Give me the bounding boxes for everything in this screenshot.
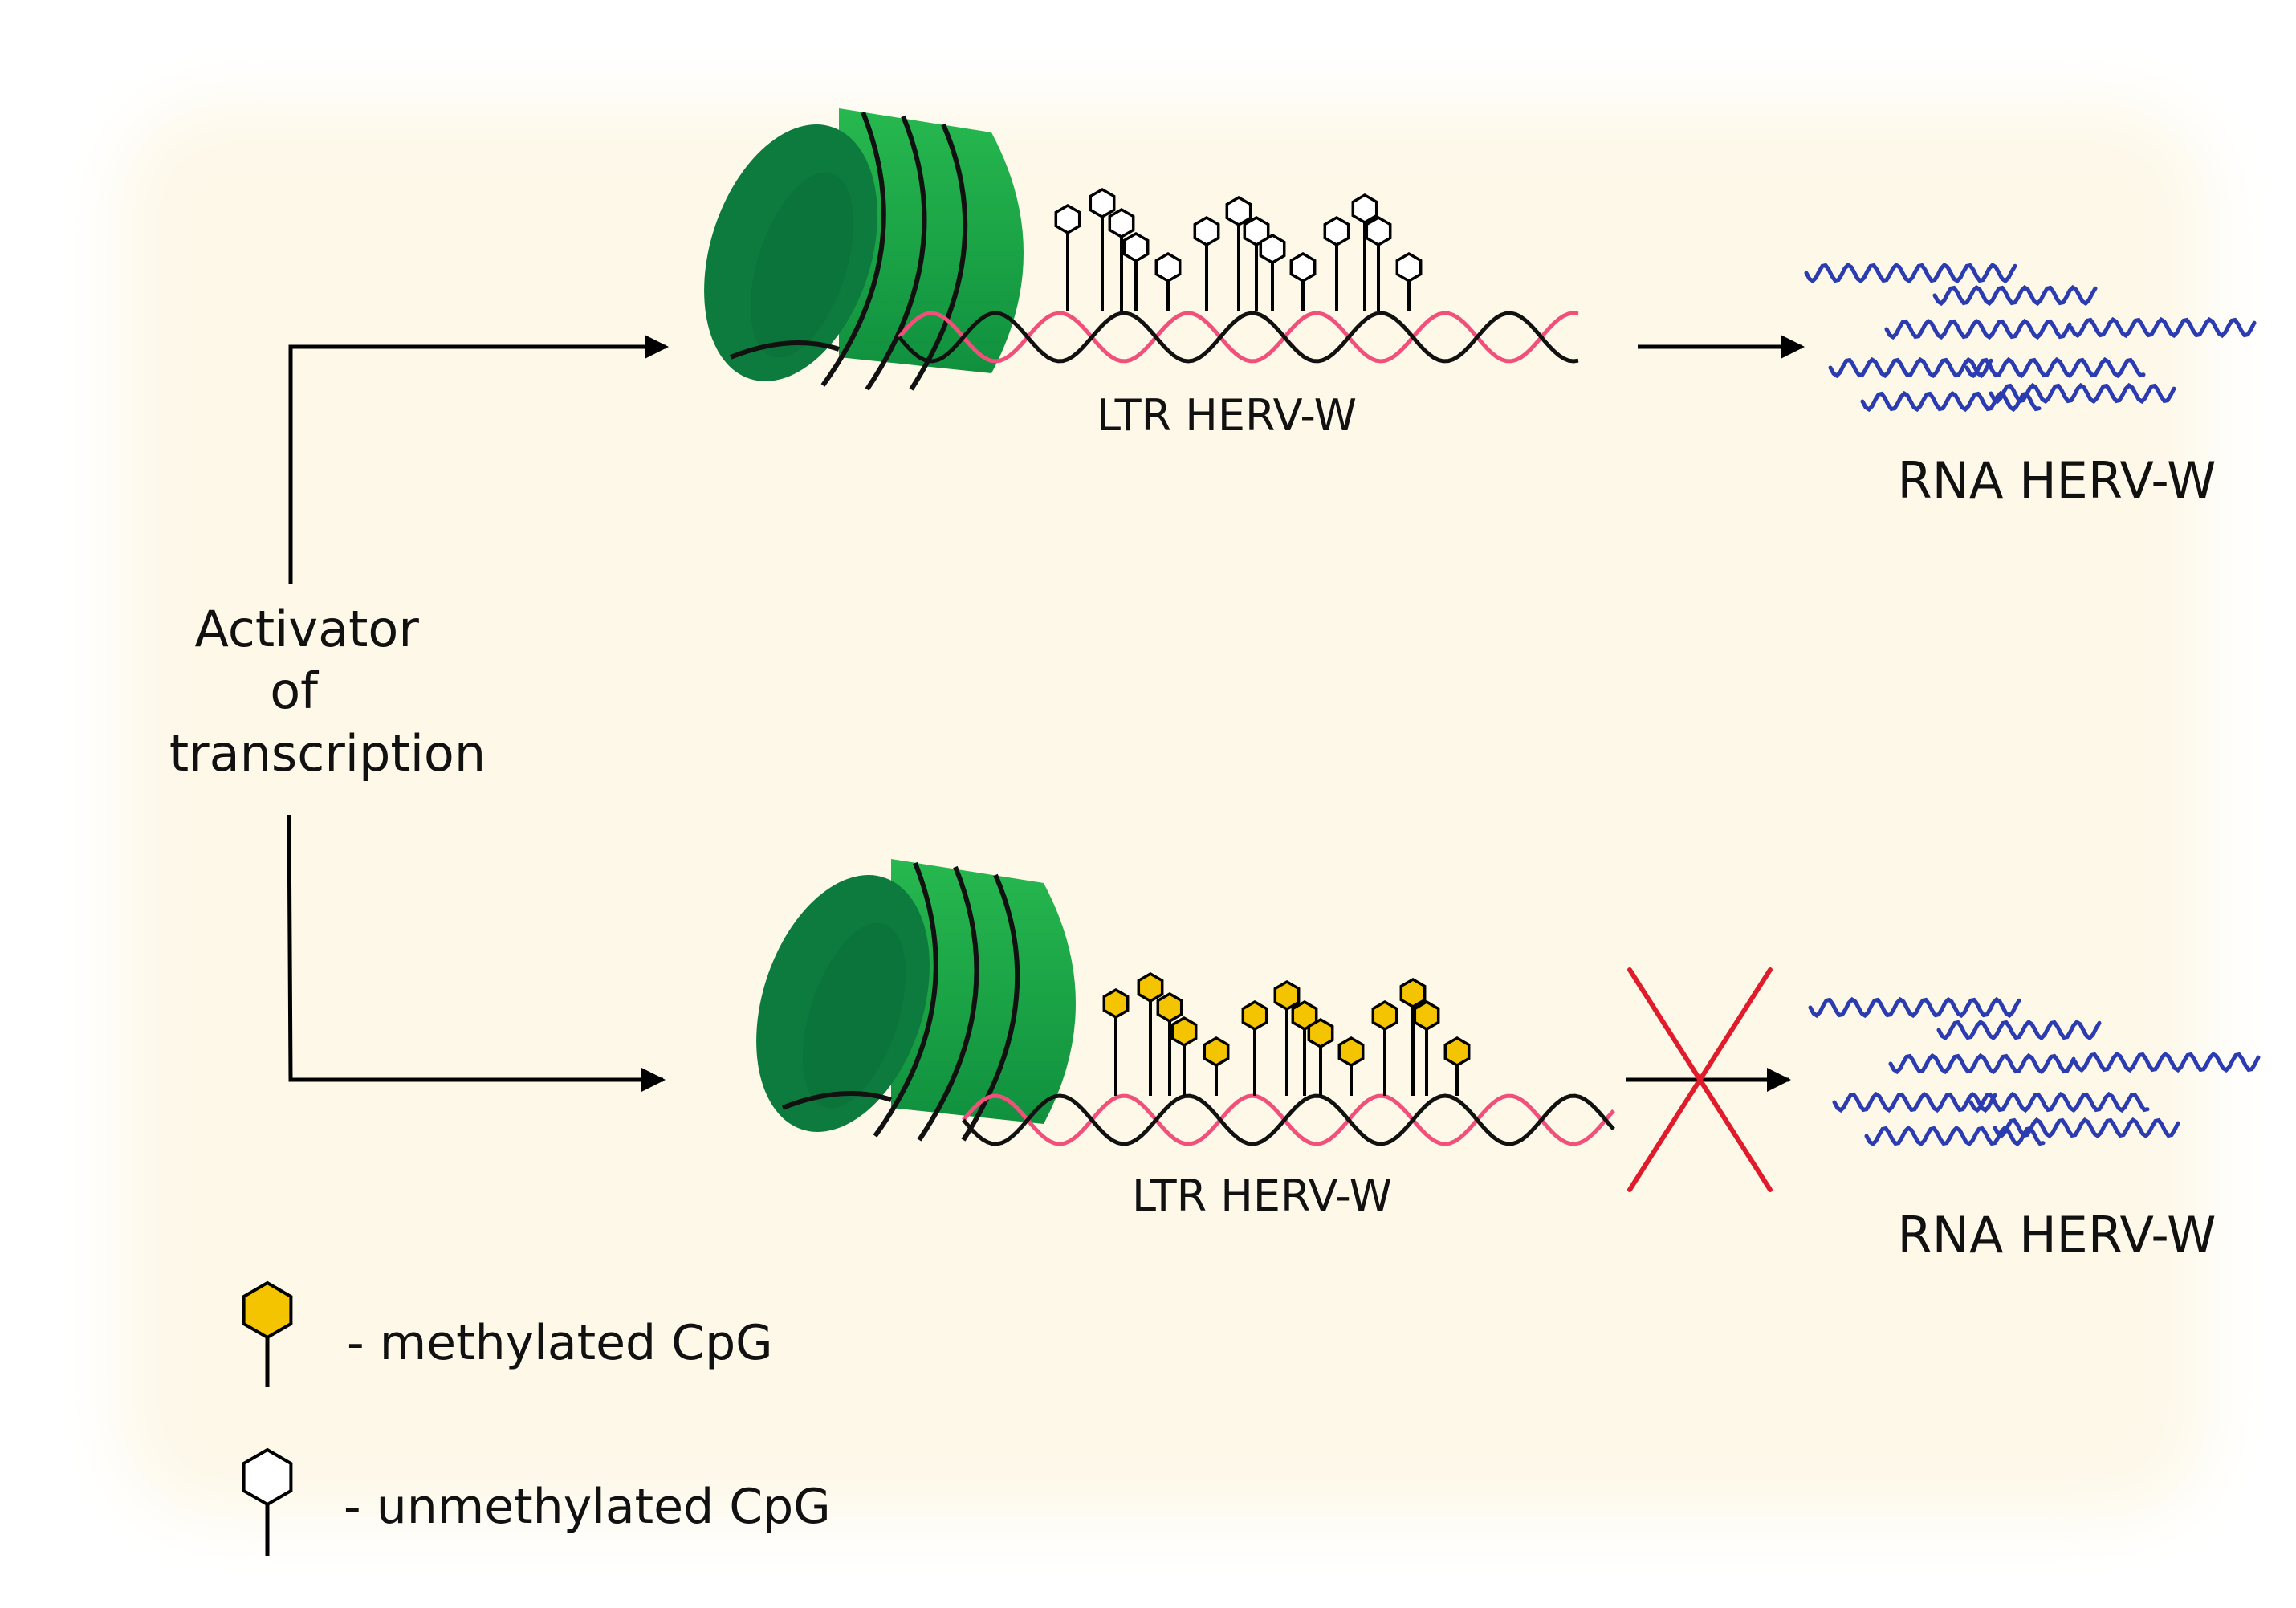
legend-hex-unmethylated [242, 1447, 293, 1507]
rna-label-bottom: RNA HERV-W [1897, 1206, 2216, 1264]
activator-label-line-1: Activator [194, 600, 419, 658]
dna-helix-top [898, 311, 1579, 364]
dna-strand-pink [962, 1093, 1615, 1146]
top-pathway: LTR HERV-W RNA HERV-W [704, 108, 2257, 510]
dna-strand-pink [898, 311, 1579, 364]
activator-label-line-2: of [270, 662, 320, 720]
top-cpg-6 [1225, 195, 1252, 227]
bottom-cpg-1 [1137, 971, 1164, 1003]
bottom-pathway: LTR HERV-W RNA HERV-W [756, 859, 2261, 1264]
rna-transcripts-bottom [1808, 996, 2261, 1147]
bottom-cpg-0 [1102, 987, 1130, 1020]
bottom-cpg-12 [1413, 999, 1440, 1032]
dna-wrap-0 [820, 111, 886, 387]
bottom-cpg-10 [1371, 999, 1398, 1032]
bottom-cpg-5 [1241, 999, 1268, 1032]
bottom-cpg-2 [1156, 991, 1183, 1024]
nucleosome-face [704, 124, 877, 381]
rna-strand-7 [1993, 1117, 2180, 1139]
top-cpg-11 [1351, 193, 1378, 225]
bottom-cpg-4 [1203, 1036, 1230, 1068]
bottom-cpg-7 [1291, 999, 1318, 1032]
bottom-cpg-3 [1170, 1016, 1198, 1048]
dna-wrap-1 [917, 865, 979, 1142]
rna-strand-3 [2073, 1051, 2261, 1073]
nucleosome-bottom [756, 859, 1076, 1142]
dna-wrap-tail [729, 340, 840, 360]
rna-transcripts-top [1804, 262, 2257, 413]
nucleosome-face-shade [750, 172, 854, 358]
bottom-cpg-13 [1443, 1036, 1471, 1068]
top-cpg-8 [1259, 233, 1286, 265]
top-cpg-1 [1089, 187, 1116, 219]
legend-label-unmethylated: - unmethylated CpG [344, 1479, 831, 1535]
nucleosome-body [891, 859, 1076, 1124]
top-cpg-3 [1122, 231, 1150, 263]
rna-strand-6 [1864, 1125, 2046, 1147]
legend-hex-methylated [242, 1280, 293, 1340]
activator-branch-lines [287, 335, 669, 1092]
top-cpg-2 [1108, 207, 1135, 239]
rna-label-top: RNA HERV-W [1897, 451, 2216, 510]
dna-wrap-1 [865, 115, 927, 391]
bottom-cpg-6 [1273, 979, 1301, 1012]
rna-strand-7 [1989, 382, 2176, 405]
rna-strand-4 [1832, 1091, 1997, 1113]
cpg-cluster-top [1054, 187, 1423, 311]
rna-strand-0 [1808, 996, 2021, 1019]
rna-strand-1 [1932, 284, 2098, 307]
top-cpg-9 [1289, 251, 1317, 283]
top-cpg-4 [1154, 251, 1182, 283]
dna-strand-black [962, 1093, 1615, 1146]
top-cpg-10 [1323, 215, 1350, 247]
top-cpg-0 [1054, 203, 1081, 235]
top-branch-arrow [288, 335, 669, 584]
activator-label: Activator of transcription [169, 600, 486, 783]
nucleosome-face [756, 875, 930, 1132]
background-panel [120, 104, 2208, 1517]
activator-label-line-3: transcription [169, 724, 486, 783]
rna-strand-1 [1936, 1019, 2102, 1041]
top-cpg-7 [1243, 215, 1270, 247]
nucleosome-face-shade [802, 922, 906, 1109]
legend: - methylated CpG - unmethylated CpG [242, 1280, 831, 1556]
dna-strand-black [898, 311, 1579, 364]
cpg-cluster-bottom [1102, 971, 1471, 1096]
ltr-label-top: LTR HERV-W [1097, 390, 1357, 441]
rna-strand-5 [1964, 356, 2146, 379]
top-cpg-12 [1365, 215, 1392, 247]
dna-wrap-0 [873, 861, 938, 1138]
dna-wrap-tail [781, 1091, 892, 1110]
rna-strand-5 [1968, 1091, 2150, 1113]
bottom-cpg-11 [1399, 977, 1427, 1009]
rna-strand-6 [1860, 390, 2042, 413]
legend-label-methylated: - methylated CpG [347, 1315, 773, 1371]
ltr-label-bottom: LTR HERV-W [1132, 1170, 1392, 1221]
blocked-x-icon [1627, 967, 1773, 1192]
top-cpg-13 [1395, 251, 1423, 283]
nucleosome-top [704, 108, 1024, 391]
rna-strand-2 [1888, 1052, 2076, 1075]
rna-strand-0 [1804, 262, 2017, 284]
top-cpg-5 [1193, 215, 1220, 247]
bottom-branch-arrow [287, 814, 666, 1092]
dna-wrap-2 [961, 873, 1020, 1142]
rna-strand-2 [1884, 318, 2072, 340]
rna-strand-4 [1828, 356, 1993, 379]
bottom-cpg-8 [1307, 1017, 1334, 1049]
methylated-cpg-icon [242, 1280, 293, 1387]
dna-helix-bottom [962, 1093, 1615, 1146]
bottom-cpg-9 [1337, 1036, 1365, 1068]
unmethylated-cpg-icon [242, 1447, 293, 1556]
rna-strand-3 [2069, 316, 2257, 339]
nucleosome-body [839, 108, 1024, 373]
dna-wrap-2 [909, 123, 968, 391]
